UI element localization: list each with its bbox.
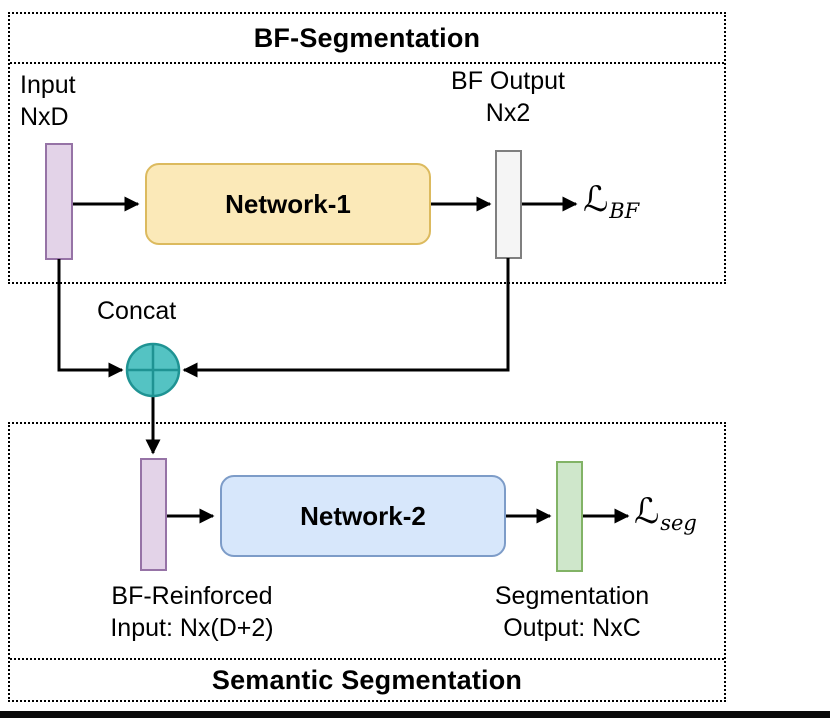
concat-plus-icon [125, 342, 181, 398]
network2-label: Network-2 [300, 500, 426, 531]
bottom-edge-strip [0, 711, 830, 718]
network2-node: Network-2 [220, 475, 506, 557]
bf-output-label-line2: Nx2 [485, 98, 531, 127]
loss-seg-subscript: seg [660, 511, 697, 535]
bf-reinforced-input-bar [140, 458, 167, 571]
segmentation-output-label: Segmentation Output: NxC [448, 581, 696, 644]
loss-bf-symbol: ℒ [583, 180, 609, 220]
input-label: Input NxD [20, 70, 76, 133]
segmentation-output-label-line1: Segmentation [494, 582, 650, 610]
bf-reinforced-label-line2: Input: Nx(D+2) [110, 613, 274, 642]
segmentation-output-label-line2: Output: NxC [503, 613, 641, 642]
semantic-segmentation-box: Semantic Segmentation [8, 422, 726, 702]
network1-label: Network-1 [225, 188, 351, 219]
loss-seg-symbol: ℒ [634, 492, 660, 532]
bf-output-bar [495, 150, 522, 259]
input-label-line2: NxD [20, 102, 69, 131]
bf-reinforced-label-line1: BF-Reinforced [111, 582, 273, 610]
semantic-segmentation-title-row: Semantic Segmentation [10, 658, 724, 700]
input-label-line1: Input [20, 71, 76, 99]
bf-output-label-line1: BF Output [451, 67, 565, 95]
loss-bf-subscript: BF [609, 199, 640, 223]
loss-seg: ℒseg [634, 492, 697, 535]
semantic-segmentation-title: Semantic Segmentation [211, 664, 523, 695]
concat-label: Concat [97, 297, 177, 325]
bf-segmentation-title: BF-Segmentation [253, 22, 481, 53]
segmentation-output-bar [556, 461, 583, 572]
bf-output-label: BF Output Nx2 [425, 66, 591, 129]
network1-node: Network-1 [145, 163, 431, 245]
input-bar [45, 143, 73, 260]
bf-segmentation-title-row: BF-Segmentation [10, 14, 724, 64]
bf-reinforced-label: BF-Reinforced Input: Nx(D+2) [68, 581, 316, 644]
loss-bf: ℒBF [583, 180, 639, 223]
